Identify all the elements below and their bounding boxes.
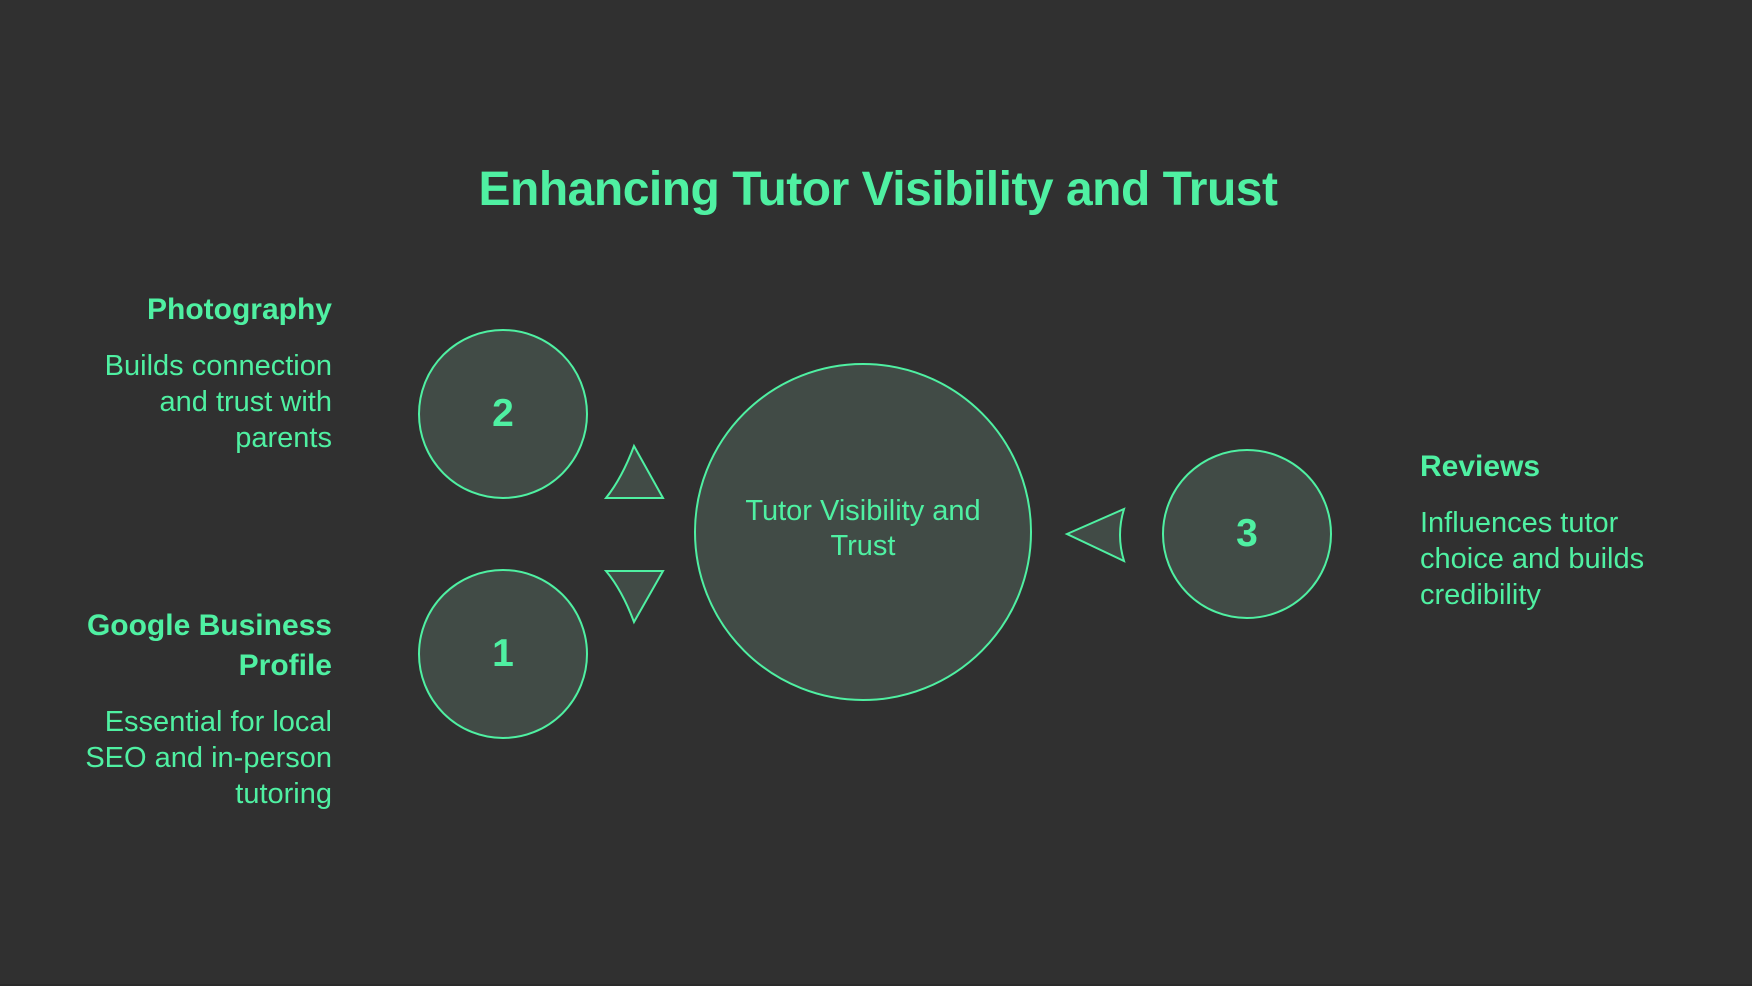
item-heading: Photography xyxy=(147,293,332,326)
item-reviews: Reviews Influences tutor choice and buil… xyxy=(1420,447,1720,613)
center-label: Tutor Visibility and Trust xyxy=(745,495,981,562)
node-1-number: 1 xyxy=(492,632,514,675)
item-heading: Google Business Profile xyxy=(86,609,332,682)
node-2-circle xyxy=(418,329,588,499)
node-1-circle xyxy=(418,569,588,739)
arrow-up-icon xyxy=(603,443,665,499)
item-google-business-profile: Google Business Profile Essential for lo… xyxy=(32,606,332,812)
bottom-edge xyxy=(0,984,1752,986)
item-heading: Reviews xyxy=(1420,450,1541,483)
item-photography: Photography Builds connection and trust … xyxy=(32,290,332,456)
item-description: Builds connection and trust with parents xyxy=(104,350,332,454)
arrow-left-icon xyxy=(1064,507,1126,563)
diagram-title: Enhancing Tutor Visibility and Trust xyxy=(478,163,1278,216)
arrow-down-icon xyxy=(603,570,665,625)
item-description: Essential for local SEO and in-person tu… xyxy=(85,706,332,810)
node-3-circle xyxy=(1162,449,1332,619)
node-2-number: 2 xyxy=(492,392,514,435)
center-circle xyxy=(694,363,1032,701)
item-description: Influences tutor choice and builds credi… xyxy=(1420,507,1645,611)
node-3-number: 3 xyxy=(1236,512,1258,555)
